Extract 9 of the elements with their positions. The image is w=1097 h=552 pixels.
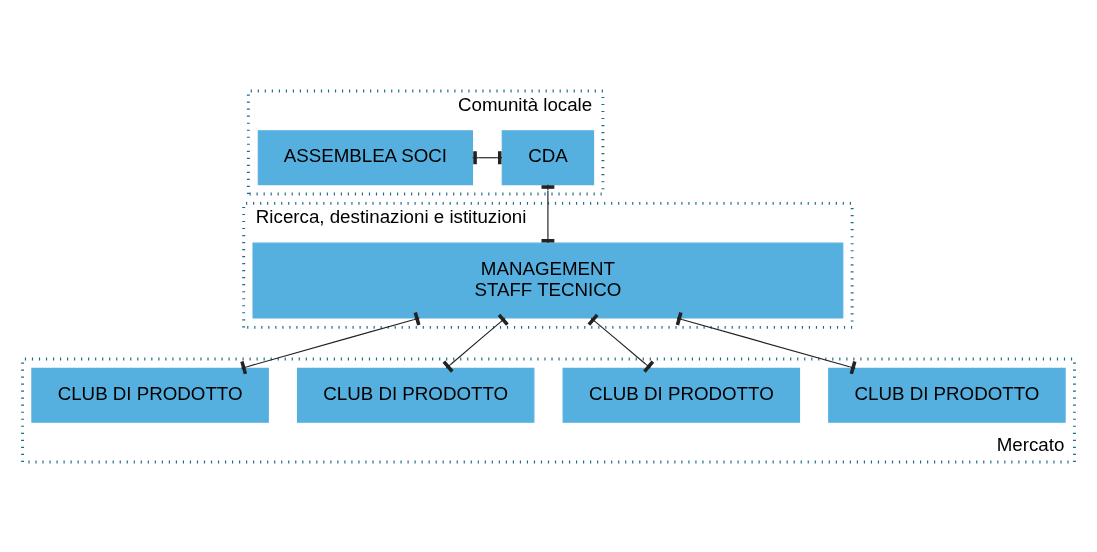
connector [541,183,555,244]
node-box: ASSEMBLEA SOCI [257,129,474,185]
connector [442,313,509,373]
connector [240,311,421,374]
connector [587,313,655,373]
node-box: CLUB DI PRODOTTO [296,367,535,423]
node-box: CDA [501,129,595,185]
node-box: CLUB DI PRODOTTO [562,367,801,423]
connector [675,311,857,374]
